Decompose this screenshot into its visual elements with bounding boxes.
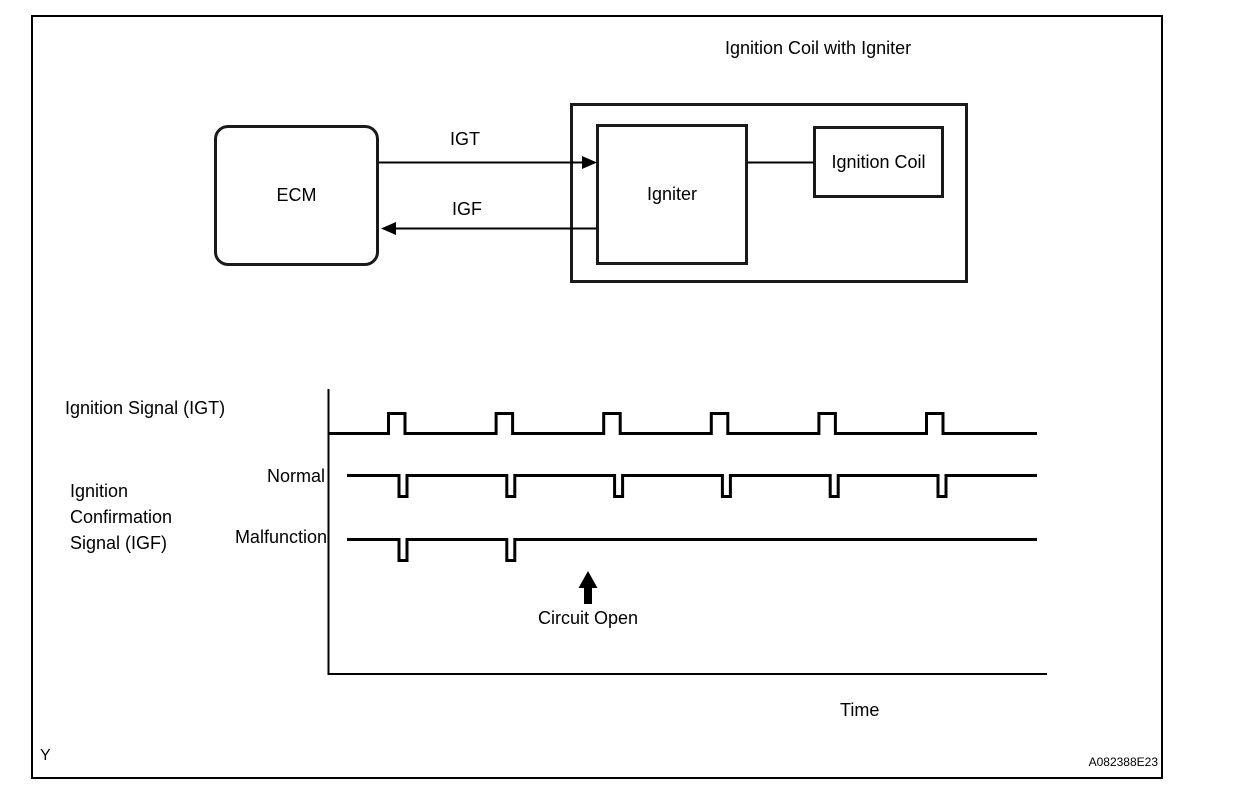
figure-code: A082388E23 <box>1088 755 1158 769</box>
igniter-box: Igniter <box>596 124 748 265</box>
ignition-confirmation-row-label: Ignition Confirmation Signal (IGF) <box>70 478 270 556</box>
circuit-open-annotation: Circuit Open <box>537 608 639 628</box>
igt-wire-label: IGT <box>450 129 480 149</box>
ignition-coil-label: Ignition Coil <box>831 151 926 172</box>
igniter-label: Igniter <box>646 184 698 204</box>
igf-label-line-1: Ignition <box>70 481 129 501</box>
time-axis-label: Time <box>840 700 880 720</box>
malfunction-trace-label: Malfunction <box>234 527 327 547</box>
ecm-box: ECM <box>214 125 379 266</box>
igf-label-line-2: Confirmation <box>70 507 173 527</box>
page-corner-mark: Y <box>40 747 51 764</box>
ecm-label: ECM <box>276 185 317 205</box>
ignition-coil-box: Ignition Coil <box>813 126 944 198</box>
normal-trace-label: Normal <box>266 466 325 486</box>
igf-wire-label: IGF <box>452 199 482 219</box>
block-diagram-title: Ignition Coil with Igniter <box>725 38 912 58</box>
ignition-signal-row-label: Ignition Signal (IGT) <box>65 398 226 418</box>
igf-label-line-3: Signal (IGF) <box>70 533 168 553</box>
